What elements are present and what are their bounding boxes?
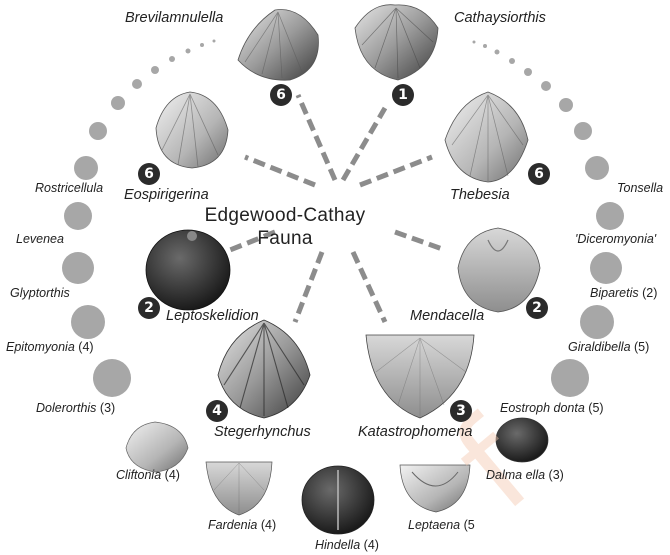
shell-cliftonia	[126, 422, 188, 472]
label-katastrophomena: Katastrophomena	[358, 424, 472, 440]
shell-eospirigerina	[156, 92, 228, 168]
ring-label-right-3: Biparetis (2)	[590, 286, 657, 300]
shell-brevilamnulella	[238, 10, 318, 81]
label-eospirigerina: Eospirigerina	[124, 187, 209, 203]
shell-mendacella	[458, 228, 540, 312]
badge-eospirigerina: 6	[138, 163, 160, 185]
ring-label-left-1: Rostricellula	[35, 181, 103, 195]
badge-brevilamnulella: 6	[270, 84, 292, 106]
badge-stegerhynchus: 4	[206, 400, 228, 422]
shell-stegerhynchus	[218, 320, 310, 418]
ring-label-left-7: Fardenia (4)	[208, 518, 276, 532]
label-mendacella: Mendacella	[410, 308, 484, 324]
shell-fardenia	[206, 462, 272, 515]
ring-label-right-5: Eostroph donta (5)	[500, 401, 604, 415]
ring-label-right-7: Leptaena (5	[408, 518, 475, 532]
shell-cathaysiorthis	[355, 5, 438, 80]
ring-label-left-8: Hindella (4)	[315, 538, 379, 552]
shell-hindella	[302, 466, 374, 534]
ring-label-left-4: Epitomyonia (4)	[6, 340, 94, 354]
label-leptoskelidion: Leptoskelidion	[166, 308, 259, 324]
ring-label-right-4: Giraldibella (5)	[568, 340, 649, 354]
badge-mendacella: 2	[526, 297, 548, 319]
label-brevilamnulella: Brevilamnulella	[125, 10, 223, 26]
shell-thebesia	[445, 92, 528, 182]
ring-label-left-2: Levenea	[16, 232, 64, 246]
ring-label-left-3: Glyptorthis	[10, 286, 70, 300]
label-cathaysiorthis: Cathaysiorthis	[454, 10, 546, 26]
badge-cathaysiorthis: 1	[392, 84, 414, 106]
fauna-title: Edgewood-Cathay Fauna	[195, 204, 375, 250]
shell-dalmanella	[496, 418, 548, 462]
ring-label-right-1: Tonsella	[617, 181, 663, 195]
ring-label-left-5: Dolerorthis (3)	[36, 401, 115, 415]
ring-label-right-6: Dalma ella (3)	[486, 468, 564, 482]
badge-leptoskelidion: 2	[138, 297, 160, 319]
shell-leptaena	[400, 465, 470, 512]
ring-label-right-2: 'Diceromyonia'	[575, 232, 656, 246]
ring-label-left-6: Cliftonia (4)	[116, 468, 180, 482]
label-stegerhynchus: Stegerhynchus	[214, 424, 311, 440]
label-thebesia: Thebesia	[450, 187, 510, 203]
badge-thebesia: 6	[528, 163, 550, 185]
badge-katastrophomena: 3	[450, 400, 472, 422]
